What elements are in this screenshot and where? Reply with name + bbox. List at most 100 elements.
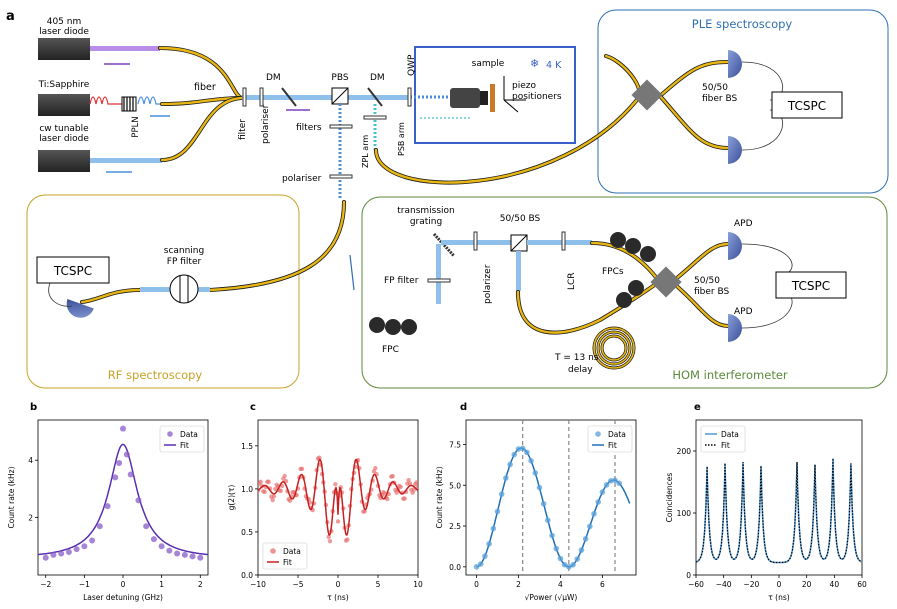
fpcs-label: FPCs (602, 267, 624, 277)
ple-bs-label-1: 50/50 (702, 83, 728, 93)
y-tick-label: 1.5 (241, 442, 253, 451)
data-point (112, 474, 119, 481)
x-tick-label: 10 (413, 580, 423, 589)
data-point (608, 478, 614, 484)
y-axis-label: g(2)(τ) (227, 485, 236, 511)
plot-frame-d (465, 419, 637, 576)
data-point (273, 486, 278, 492)
ple-box-title: PLE spectroscopy (692, 17, 793, 31)
data-point (574, 556, 581, 562)
data-point (540, 501, 547, 507)
panel-letter-d: d (460, 402, 467, 413)
y-axis-label: Count rate (kHz) (435, 466, 444, 528)
polariser2-label: polariser (282, 174, 322, 184)
data-point (158, 543, 165, 550)
hom-arrow-in (349, 254, 355, 291)
x-axis-label: τ (ns) (327, 593, 348, 602)
data-point (398, 484, 403, 490)
data-point (120, 425, 126, 432)
y-tick-label: 0.0 (241, 571, 253, 580)
legend-swatch-data (270, 548, 276, 554)
data-point (566, 564, 572, 570)
legend-label-data: Data (608, 430, 626, 439)
data-point (582, 536, 589, 542)
objective-tip (480, 91, 488, 105)
y-tick-label: 7.5 (449, 440, 461, 449)
x-tick-label: 5 (376, 580, 381, 589)
data-point (50, 551, 57, 558)
apd-top (728, 232, 742, 260)
laser-tisapphire-label: Ti:Sapphire (38, 80, 90, 90)
data-point (477, 561, 484, 567)
data-point (278, 488, 283, 494)
data-point (326, 534, 331, 540)
source-fibers (158, 46, 244, 162)
psb-arm-label: PSB arm (397, 122, 406, 156)
lcr-element (561, 231, 566, 251)
hom-box-title: HOM interferometer (672, 368, 788, 382)
data-point (561, 561, 568, 568)
x-tick-label: −2 (40, 580, 51, 589)
x-tick-label: 60 (857, 580, 867, 589)
data-point (287, 498, 293, 503)
legend-label-data: Data (721, 430, 739, 439)
data-point (402, 496, 407, 501)
piezo-axes (503, 76, 526, 113)
rf-box (26, 194, 300, 389)
dm2-label: DM (370, 73, 385, 83)
data-point (545, 517, 551, 523)
y-tick-label: 200 (677, 447, 692, 456)
ple-detector-bottom (728, 136, 742, 164)
x-tick-label: −40 (716, 580, 732, 589)
fpc-label: FPC (382, 345, 399, 355)
piezo-label-1: piezo (512, 81, 536, 91)
apd-top-label: APD (734, 219, 753, 229)
data-point (591, 510, 597, 517)
dm2-element (367, 87, 383, 107)
hom-tcspc-box (775, 271, 847, 299)
y-tick-label: 2.5 (449, 522, 461, 531)
y-tick-label: 0.5 (241, 528, 253, 537)
data-point (271, 494, 277, 499)
y-axis-label: Count rate (kHz) (7, 466, 16, 528)
x-tick-label: 0 (336, 580, 341, 589)
data-point (414, 480, 418, 485)
fpc-paddles (369, 317, 417, 335)
hom-fp-filter-label: FP filter (384, 276, 419, 286)
data-point (536, 484, 543, 491)
panel-letter-b: b (30, 402, 37, 413)
pbs-label: PBS (331, 73, 348, 83)
data-point (166, 547, 173, 554)
ppln-label: PPLN (131, 116, 141, 137)
data-point (587, 523, 593, 530)
hom-bs-fiber-label-2: fiber BS (694, 287, 729, 297)
objective (450, 88, 480, 108)
data-point (486, 541, 492, 547)
data-point (528, 458, 534, 464)
plot-area-d (473, 420, 631, 575)
x-tick-label: 0 (121, 580, 126, 589)
data-point (89, 537, 96, 544)
fiber-rf (80, 200, 346, 304)
x-axis-label: τ (ns) (768, 593, 789, 602)
data-point (135, 497, 142, 504)
data-point (612, 477, 618, 484)
y-tick-label: 5.0 (449, 481, 461, 490)
polariser-label: polariser (261, 104, 271, 144)
laser-cw (38, 150, 90, 172)
data-point (282, 473, 287, 479)
polariser-element (259, 87, 264, 107)
data-point (570, 562, 576, 568)
data-point (123, 451, 130, 458)
piezo-label-2: positioners (512, 92, 562, 102)
delay-label-2: delay (568, 365, 593, 375)
data-point (58, 550, 65, 557)
data-point (553, 545, 560, 552)
y-tick-label: 0 (686, 571, 691, 580)
main-beam (242, 95, 410, 100)
rf-box-title: RF spectroscopy (108, 368, 203, 382)
